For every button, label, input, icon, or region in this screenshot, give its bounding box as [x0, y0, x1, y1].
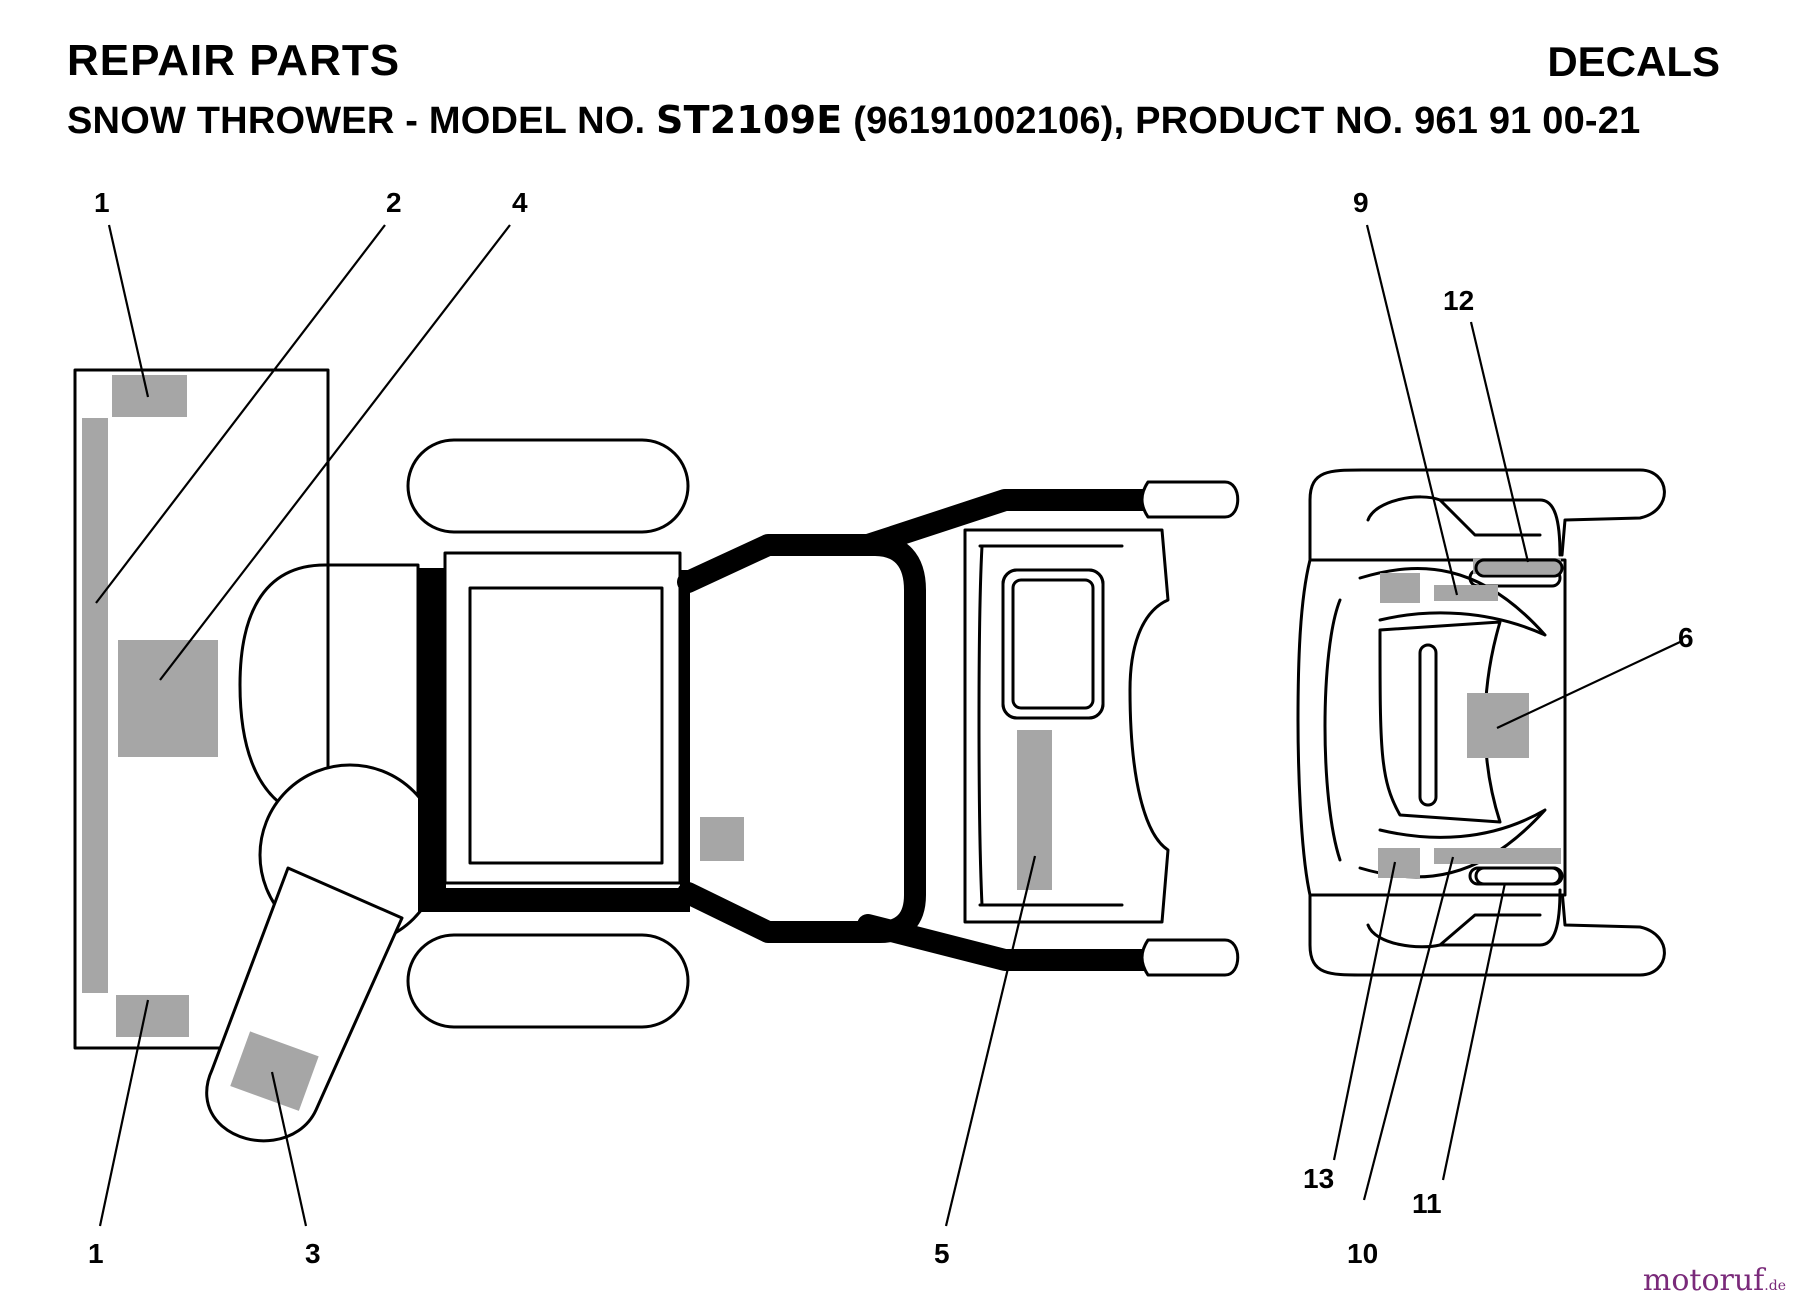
control-panel	[963, 528, 1170, 924]
decal-engine	[700, 817, 744, 861]
callout-5: 5	[934, 1238, 950, 1269]
decal-1-top	[112, 375, 187, 417]
decal-3	[230, 1031, 319, 1111]
callout-9: 9	[1353, 187, 1369, 218]
engine-box	[443, 551, 682, 885]
callout-3: 3	[305, 1238, 321, 1269]
watermark-brand: motoruf	[1642, 1263, 1765, 1298]
watermark-tld: .de	[1764, 1278, 1786, 1294]
decal-9-right	[1434, 585, 1498, 601]
callout-2: 2	[386, 187, 402, 218]
handle-upper	[677, 534, 926, 943]
panel-slot	[1418, 643, 1438, 807]
handle-lower-rail	[857, 914, 1159, 971]
lever-slot-upper-outline	[1474, 558, 1564, 578]
decal-11	[1473, 848, 1561, 864]
leader-1-top	[107, 224, 150, 398]
lever-slot-lower-outline	[1474, 866, 1564, 886]
leader-5	[944, 855, 1037, 1227]
decal-12	[1473, 558, 1561, 574]
grip-lower	[1140, 938, 1240, 977]
callout-10: 10	[1347, 1238, 1378, 1269]
decal-4	[118, 640, 218, 757]
callout-11: 11	[1412, 1188, 1442, 1219]
frame-left-band	[418, 568, 446, 910]
leader-3	[270, 1071, 308, 1227]
leader-6	[1496, 641, 1681, 729]
callout-12: 12	[1443, 285, 1474, 316]
watermark: motoruf.de	[1643, 1263, 1786, 1298]
panel-bottom-curve	[1366, 888, 1562, 949]
frame-bottom-band	[418, 888, 690, 912]
title-repair-parts: REPAIR PARTS	[67, 36, 401, 85]
panel-window-outline	[1001, 568, 1105, 720]
callout-4: 4	[512, 187, 528, 218]
engine-inner	[468, 586, 664, 865]
handle-upper-rail	[857, 489, 1159, 556]
panel-inner-arc	[1323, 598, 1342, 862]
leader-11	[1441, 882, 1507, 1181]
leader-9	[1365, 224, 1459, 596]
title-decals: DECALS	[1547, 38, 1720, 85]
decal-2-strip	[82, 418, 108, 993]
subtitle: SNOW THROWER - MODEL NO. ST2109E (961910…	[67, 98, 1640, 143]
auger-housing	[73, 368, 330, 1050]
panel-bar-upper	[1358, 567, 1547, 637]
leader-4	[159, 224, 511, 681]
panel-center-bowl	[1378, 620, 1502, 824]
leader-1-bottom	[98, 999, 150, 1227]
callout-6: 6	[1678, 622, 1694, 653]
callout-1-top: 1	[94, 187, 110, 218]
handle-rear-outline	[1308, 468, 1666, 562]
panel-window-inner	[1011, 578, 1095, 710]
discharge-chute	[205, 866, 404, 1143]
subtitle-prefix: SNOW THROWER - MODEL NO.	[67, 100, 657, 142]
decal-6	[1467, 693, 1529, 758]
callout-13: 13	[1303, 1163, 1334, 1194]
panel-edge-line	[978, 544, 1124, 907]
grip-upper	[1140, 480, 1240, 519]
decal-9-left	[1380, 573, 1420, 603]
upper-wedge	[1438, 498, 1542, 537]
leader-12	[1469, 321, 1530, 563]
auger-dome	[238, 563, 420, 812]
handle-rear-outline-low	[1308, 888, 1666, 977]
lower-wedge	[1438, 913, 1542, 947]
model-number: ST2109E	[656, 98, 843, 142]
subtitle-suffix: (96191002106), PRODUCT NO. 961 91 00-21	[842, 100, 1641, 142]
decal-13	[1378, 848, 1420, 878]
decal-5	[1017, 730, 1052, 890]
callout-1-bottom: 1	[88, 1238, 104, 1269]
tire-lower	[406, 933, 690, 1029]
tire-upper	[406, 438, 690, 534]
leader-2	[95, 224, 386, 604]
frame-right-band	[680, 570, 690, 910]
decal-1-bottom	[116, 995, 189, 1037]
panel-curve	[977, 544, 984, 907]
leader-13	[1332, 861, 1397, 1161]
leader-10	[1362, 856, 1455, 1201]
